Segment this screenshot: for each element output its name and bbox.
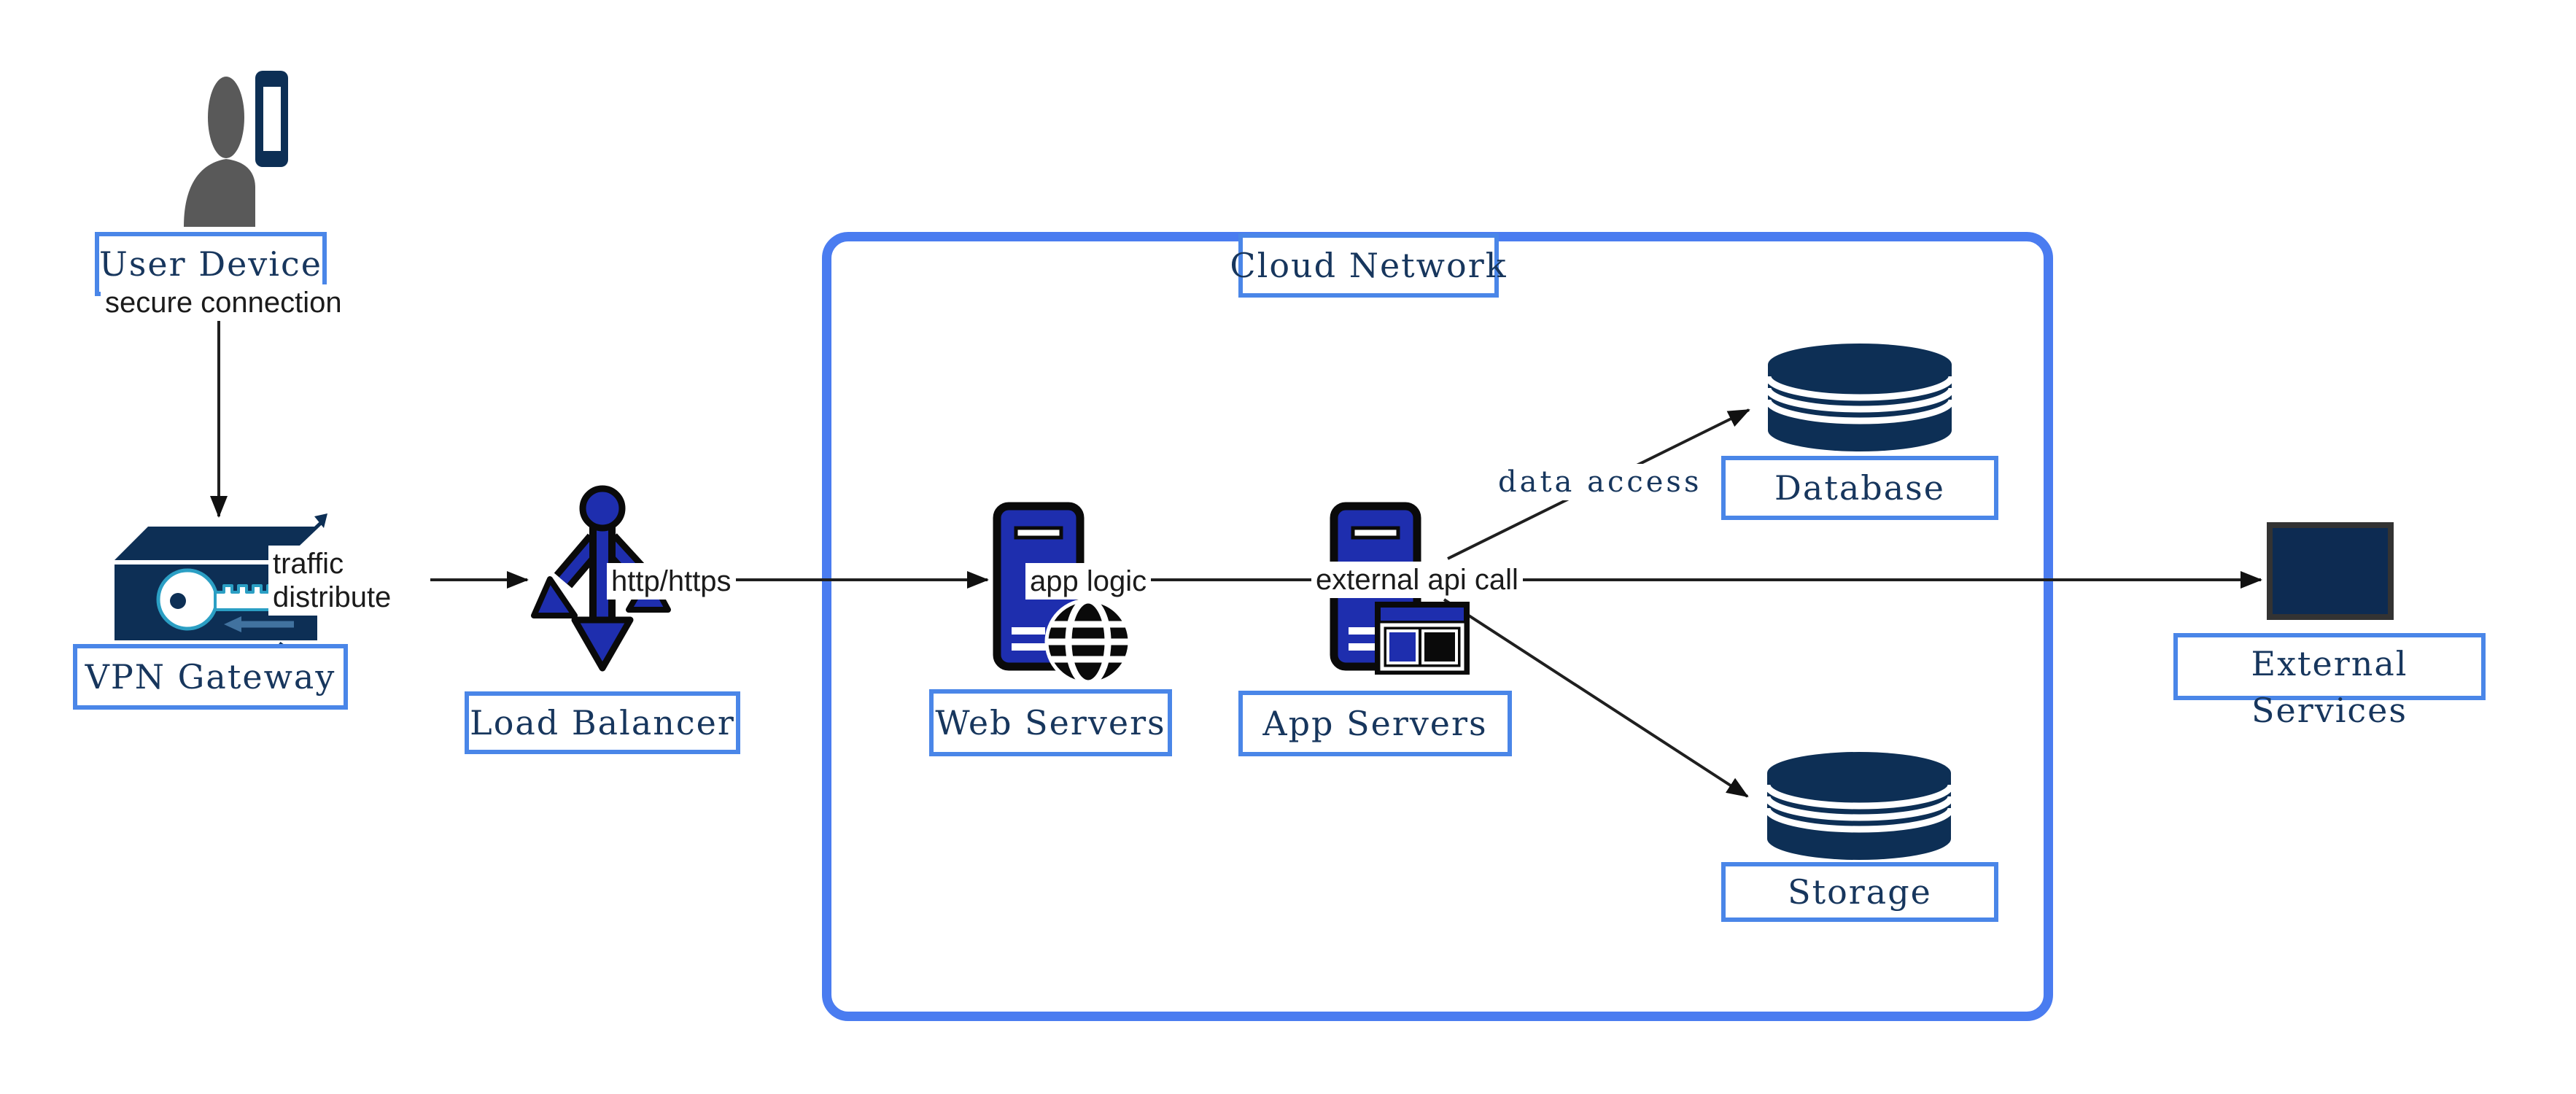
storage-cylinder-icon	[1764, 750, 1955, 862]
dark-rectangle-icon	[2267, 522, 2394, 620]
node-label-vpn-gateway: VPN Gateway	[73, 644, 348, 710]
node-label-external-services-text: External Services	[2251, 644, 2408, 731]
database-cylinder-icon	[1764, 341, 1955, 454]
node-label-external-services: External Services	[2173, 633, 2486, 730]
node-label-database: Database	[1721, 456, 1998, 520]
node-label-load-balancer: Load Balancer	[465, 691, 740, 754]
node-label-cloud-network: Cloud Network	[1230, 233, 1506, 298]
node-label-web-servers: Web Servers	[929, 689, 1172, 756]
split-arrows-icon	[524, 480, 678, 678]
cloud-network-container	[822, 232, 2053, 1021]
edge-label-external-api-call: external api call	[1311, 562, 1523, 598]
edge-label-secure-connection: secure connection	[101, 284, 346, 321]
app-window-icon	[1375, 602, 1470, 675]
node-label-app-servers: App Servers	[1238, 691, 1512, 756]
edge-label-data-access: data access	[1494, 464, 1707, 500]
globe-icon	[1041, 595, 1135, 688]
person-with-phone-icon	[182, 68, 289, 228]
node-label-storage: Storage	[1721, 862, 1998, 922]
edge-label-app-logic: app logic	[1025, 563, 1152, 600]
edge-label-traffic-distribute: traffic distribute	[268, 546, 430, 616]
edge-label-http-https: http/https	[607, 563, 736, 600]
